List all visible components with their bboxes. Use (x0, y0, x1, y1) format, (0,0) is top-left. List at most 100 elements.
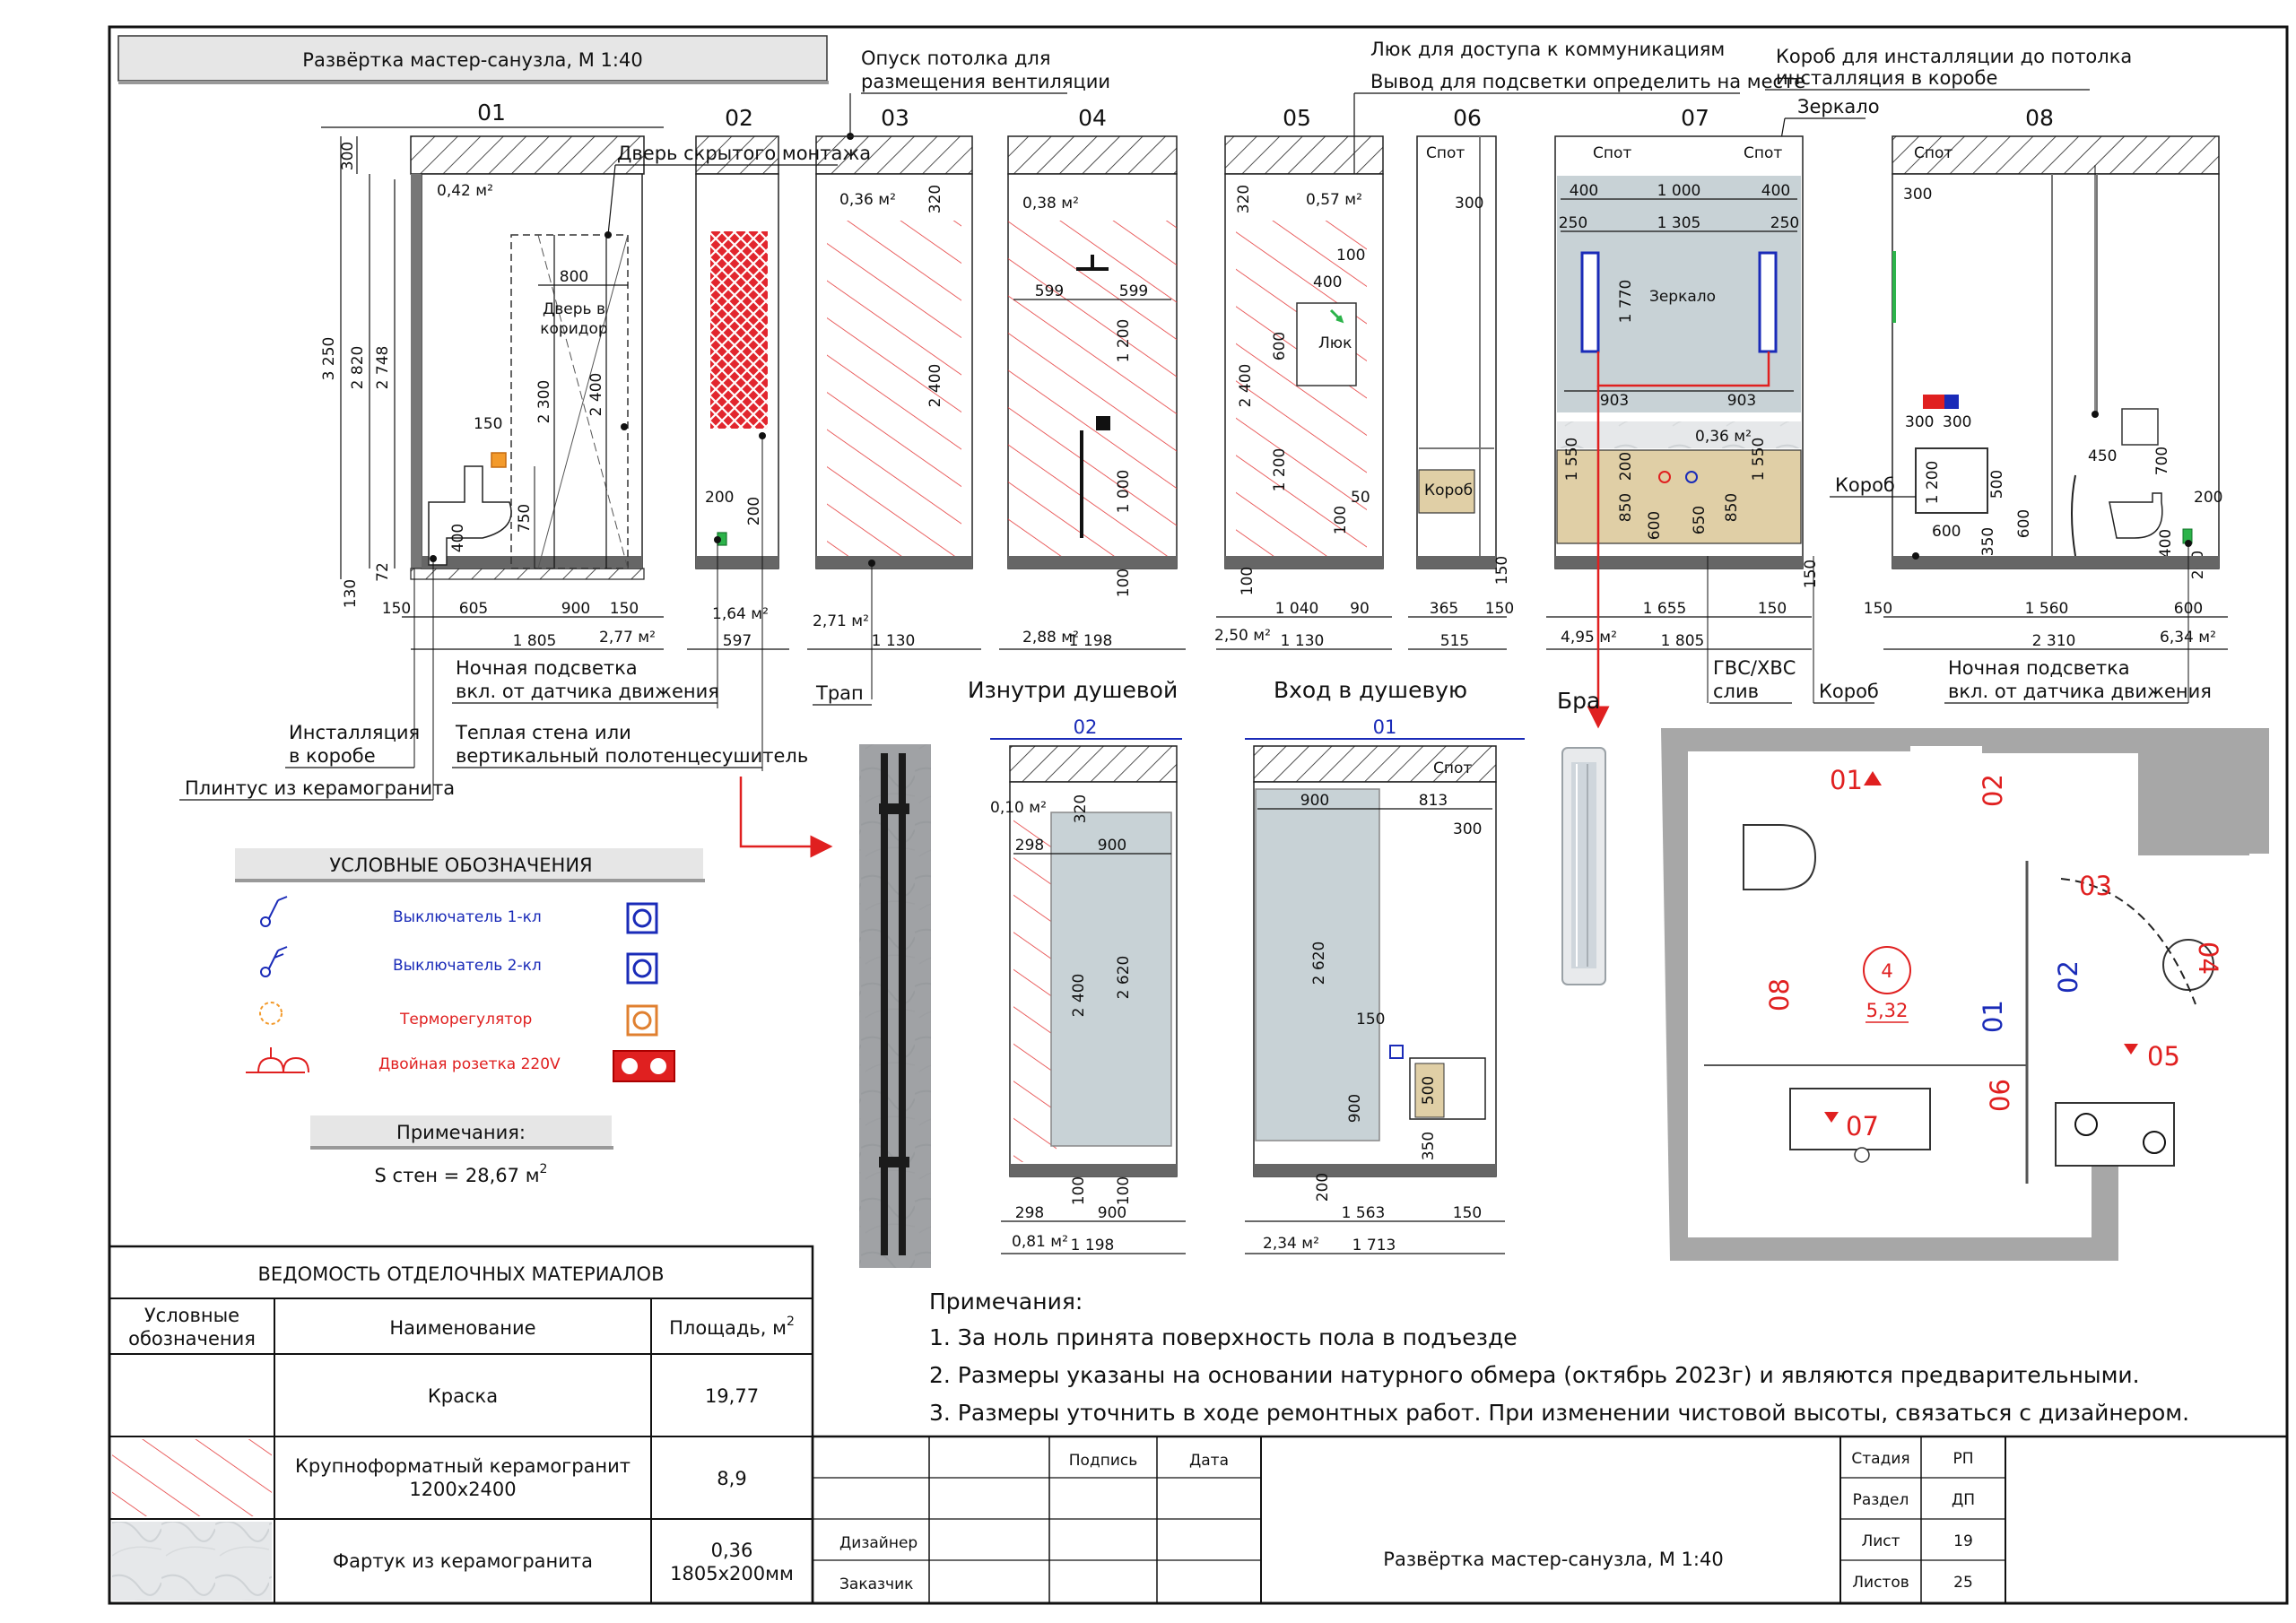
elevation-05: Люк 320 0,57 м² 100 400 600 2 400 1 200 … (1214, 135, 1392, 650)
svg-text:3 250: 3 250 (320, 337, 338, 381)
svg-text:0,10 м²: 0,10 м² (990, 799, 1047, 817)
svg-text:Крупноформатный керамогранит: Крупноформатный керамогранит (295, 1455, 631, 1477)
svg-text:0,57 м²: 0,57 м² (1306, 191, 1362, 209)
svg-text:850: 850 (1617, 493, 1635, 522)
switch-2-icon (268, 946, 288, 969)
svg-text:Изнутри душевой: Изнутри душевой (968, 677, 1178, 703)
svg-text:Спот: Спот (1593, 144, 1631, 162)
elevation-06: Спот 300 Короб 150 365 150 515 (1408, 135, 1514, 650)
svg-text:150: 150 (610, 600, 639, 618)
svg-text:100: 100 (1336, 247, 1365, 265)
svg-text:750: 750 (516, 504, 534, 533)
svg-text:3. Размеры уточнить в ходе рем: 3. Размеры уточнить в ходе ремонтных раб… (929, 1400, 2189, 1426)
svg-text:200: 200 (2194, 489, 2222, 507)
svg-text:Подпись: Подпись (1069, 1452, 1137, 1470)
header: Развёртка мастер-санузла, М 1:40 (117, 35, 829, 84)
svg-text:2 310: 2 310 (2032, 632, 2076, 650)
svg-text:2 400: 2 400 (1237, 364, 1255, 408)
svg-text:1 560: 1 560 (2025, 600, 2069, 618)
svg-text:1 040: 1 040 (1275, 600, 1319, 618)
svg-text:Краска: Краска (428, 1385, 498, 1407)
double-socket-icon (246, 1047, 309, 1073)
svg-text:515: 515 (1440, 632, 1469, 650)
svg-text:Ночная подсветка: Ночная подсветка (1948, 657, 2130, 679)
svg-text:8,9: 8,9 (717, 1468, 746, 1489)
svg-text:19: 19 (1953, 1532, 1973, 1550)
svg-text:2,71 м²: 2,71 м² (813, 612, 869, 630)
svg-text:Ночная подсветка: Ночная подсветка (456, 657, 638, 679)
svg-text:300: 300 (1943, 413, 1971, 431)
svg-text:04: 04 (1078, 105, 1107, 131)
svg-text:1,64 м²: 1,64 м² (712, 605, 769, 623)
svg-text:02: 02 (1074, 716, 1098, 738)
svg-text:Бра: Бра (1557, 688, 1600, 714)
svg-text:Вывод для подсветки определить: Вывод для подсветки определить на месте (1370, 71, 1805, 92)
svg-text:2,88 м²: 2,88 м² (1022, 629, 1079, 647)
svg-text:2,77 м²: 2,77 м² (599, 629, 656, 647)
svg-text:Зеркало: Зеркало (1649, 288, 1716, 306)
svg-text:07: 07 (1681, 105, 1709, 131)
svg-text:150: 150 (1453, 1204, 1482, 1222)
svg-text:инсталляция в коробе: инсталляция в коробе (1776, 67, 1997, 89)
svg-text:2 300: 2 300 (535, 380, 553, 424)
towel-warmer-photo (859, 744, 931, 1268)
svg-text:650: 650 (1691, 506, 1709, 534)
svg-text:300: 300 (1455, 195, 1483, 213)
svg-text:100: 100 (1115, 1176, 1133, 1205)
materials-schedule: ВЕДОМОСТЬ ОТДЕЛОЧНЫХ МАТЕРИАЛОВ Условные… (108, 1245, 814, 1605)
svg-text:02: 02 (2053, 960, 2083, 994)
svg-text:0,36: 0,36 (711, 1540, 753, 1561)
thermostat-legend-icon (259, 1002, 283, 1025)
svg-text:72: 72 (374, 562, 392, 582)
svg-text:90: 90 (1350, 600, 1370, 618)
callouts-lower-left: Ночная подсветка вкл. от датчика движени… (179, 543, 2212, 858)
svg-text:Листов: Листов (1852, 1574, 1909, 1592)
svg-text:Терморегулятор: Терморегулятор (399, 1011, 532, 1028)
svg-text:365: 365 (1430, 600, 1458, 618)
svg-text:Выключатель 1-кл: Выключатель 1-кл (393, 908, 542, 926)
svg-text:1 200: 1 200 (1115, 319, 1133, 363)
svg-text:4: 4 (1881, 960, 1892, 982)
svg-text:Раздел: Раздел (1853, 1491, 1909, 1509)
svg-text:вертикальный полотенцесушитель: вертикальный полотенцесушитель (456, 745, 808, 767)
svg-text:Примечания:: Примечания: (396, 1122, 526, 1143)
svg-text:1 550: 1 550 (1750, 438, 1768, 482)
svg-text:900: 900 (1300, 792, 1329, 810)
svg-text:Дверь в: Дверь в (543, 300, 605, 318)
svg-text:900: 900 (1346, 1094, 1364, 1123)
svg-text:320: 320 (1072, 794, 1090, 823)
svg-text:04: 04 (2193, 942, 2223, 975)
shower-view-inside: Изнутри душевой 02 0,10 м² 320 298 900 2… (968, 677, 1186, 1254)
svg-text:Примечания:: Примечания: (929, 1289, 1083, 1315)
svg-text:Развёртка мастер-санузла, М 1:: Развёртка мастер-санузла, М 1:40 (1383, 1549, 1723, 1570)
elevation-03: 0,36 м² 320 2 400 2,71 м² 1 130 (807, 135, 981, 699)
svg-text:298: 298 (1015, 837, 1044, 855)
svg-text:вкл. от датчика движения: вкл. от датчика движения (456, 681, 719, 702)
svg-text:400: 400 (2157, 529, 2175, 558)
svg-text:Фартук из керамогранита: Фартук из керамогранита (333, 1550, 593, 1572)
svg-text:03: 03 (2079, 871, 2112, 901)
svg-text:Условные: Условные (144, 1305, 239, 1326)
svg-text:Опуск потолка для: Опуск потолка для (861, 48, 1050, 69)
svg-text:150: 150 (1802, 560, 1820, 588)
svg-text:599: 599 (1119, 282, 1148, 300)
svg-text:Дата: Дата (1189, 1452, 1229, 1470)
svg-text:700: 700 (2153, 447, 2171, 475)
svg-text:150: 150 (1485, 600, 1514, 618)
svg-text:Теплая стена или: Теплая стена или (455, 722, 631, 743)
svg-text:01: 01 (477, 100, 506, 126)
svg-text:03: 03 (881, 105, 909, 131)
title-block: Подпись Дата Дизайнер Заказчик Развёртка… (811, 1435, 2289, 1605)
svg-text:600: 600 (1932, 523, 1961, 541)
svg-text:Зеркало: Зеркало (1797, 96, 1880, 117)
svg-text:130: 130 (342, 579, 360, 608)
svg-text:2,34 м²: 2,34 м² (1263, 1235, 1319, 1253)
svg-text:900: 900 (1098, 837, 1126, 855)
svg-text:2. Размеры указаны на основани: 2. Размеры указаны на основании натурног… (929, 1362, 2140, 1388)
svg-text:Короб: Короб (1424, 482, 1473, 499)
svg-text:1 713: 1 713 (1352, 1237, 1396, 1254)
svg-text:4,95 м²: 4,95 м² (1561, 629, 1617, 647)
svg-text:обозначения: обозначения (128, 1328, 256, 1350)
svg-text:1 198: 1 198 (1069, 632, 1113, 650)
svg-text:ГВС/ХВС: ГВС/ХВС (1713, 657, 1796, 679)
